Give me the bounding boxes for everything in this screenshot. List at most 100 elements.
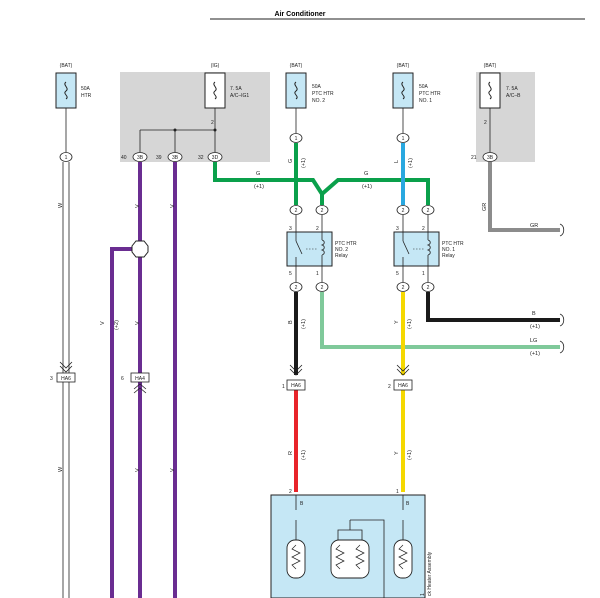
relay1-pin1: 1	[422, 271, 425, 277]
connector-21-3b: 21 3B	[471, 152, 498, 162]
acb-pin: 2	[484, 120, 487, 126]
wire-label-v-3: V	[100, 321, 106, 325]
svg-text:2: 2	[402, 208, 405, 214]
svg-text:2: 2	[321, 208, 324, 214]
wire-label-b-2-plus1: (+1)	[530, 324, 540, 330]
wire-label-v-2: V	[170, 204, 176, 208]
relay-ptc-htr-no1	[393, 215, 440, 282]
ptc1-rating: 50A	[419, 84, 429, 90]
wire-label-g-plus1-1: (+1)	[254, 184, 264, 190]
ig1-pin: 2	[211, 120, 214, 126]
svg-text:2: 2	[402, 285, 405, 291]
ptc2-name1: PTC HTR	[312, 91, 334, 97]
wire-gray	[488, 162, 560, 232]
heater-pin1: 1	[396, 489, 399, 495]
wire-label-gr-1: GR	[482, 203, 488, 211]
svg-text:1: 1	[282, 384, 285, 390]
ptc2-rating: 50A	[312, 84, 322, 90]
svg-text:2: 2	[295, 208, 298, 214]
fuse-htr	[55, 72, 77, 109]
svg-text:HA6: HA6	[61, 376, 71, 382]
svg-text:2: 2	[427, 208, 430, 214]
svg-text:2: 2	[321, 285, 324, 291]
connector-r2-in-a: 2	[289, 205, 303, 215]
svg-text:40: 40	[121, 155, 127, 161]
heater-assembly-tag: 1	[420, 593, 426, 596]
connector-32-3d: 32 3D	[198, 152, 223, 162]
relay2-label-3: Relay	[335, 253, 348, 259]
wire-label-r-plus1: (+1)	[301, 450, 307, 460]
wire-label-w-top: W	[58, 202, 64, 208]
ig1-source: (IG)	[211, 63, 220, 69]
htr-name: HTR	[81, 93, 92, 99]
connector-39-3b: 39 3B	[156, 152, 183, 162]
relay2-pin1: 1	[316, 271, 319, 277]
svg-text:2: 2	[388, 384, 391, 390]
htr-source: (BAT)	[60, 63, 73, 69]
svg-text:3B: 3B	[172, 155, 179, 161]
relay1-label-2: NO. 1	[442, 247, 455, 253]
relay2-pin5: 5	[289, 271, 292, 277]
wire-label-g-plus1-2: (+1)	[301, 158, 307, 168]
connector-40-3b: 40 3B	[121, 152, 148, 162]
ig1-rating: 7. 5A	[230, 86, 242, 92]
wire-label-y-2: Y	[394, 451, 400, 455]
acb-source: (BAT)	[484, 63, 497, 69]
connector-ha6-r1: 2 HA6	[388, 379, 413, 391]
wire-label-g-2: G	[288, 159, 294, 163]
connector-ha4: 6 HA4	[121, 372, 150, 383]
connector-r2-in-b: 2	[315, 205, 329, 215]
heater-pin2: 2	[289, 489, 292, 495]
svg-text:3D: 3D	[212, 155, 219, 161]
fuse-acb	[479, 72, 501, 109]
wire-label-l: L	[394, 160, 400, 163]
wire-label-g-1: G	[256, 171, 260, 177]
page-title: Air Conditioner	[275, 11, 326, 18]
connector-r1-in-a: 2	[396, 205, 410, 215]
svg-text:3B: 3B	[137, 155, 144, 161]
svg-text:1: 1	[295, 136, 298, 142]
svg-text:3: 3	[50, 376, 53, 382]
wire-label-v-1: V	[135, 204, 141, 208]
ig1-name: A/C–IG1	[230, 93, 249, 99]
wire-label-g-plus1-3: (+1)	[362, 184, 372, 190]
heater-terminal-b-right: B	[406, 501, 410, 507]
ptc-heater-assembly	[270, 494, 426, 598]
connector-r2-out-b: 2	[315, 282, 329, 292]
wire-label-v-5: V	[135, 468, 141, 472]
ig1-junction-box	[120, 72, 270, 162]
svg-text:HA6: HA6	[398, 383, 408, 389]
relay2-label-1: PTC HTR	[335, 241, 357, 247]
svg-text:1: 1	[402, 136, 405, 142]
svg-text:3B: 3B	[487, 155, 494, 161]
svg-text:2: 2	[295, 285, 298, 291]
wire-green	[213, 143, 430, 205]
svg-text:6: 6	[121, 376, 124, 382]
fuse-ptc2	[285, 72, 307, 109]
relay-ptc-htr-no2	[286, 215, 333, 282]
connector-r2-out-a: 2	[289, 282, 303, 292]
wire-label-v-6: V	[170, 468, 176, 472]
svg-text:32: 32	[198, 155, 204, 161]
svg-text:21: 21	[471, 155, 477, 161]
acb-name: A/C–B	[506, 93, 521, 99]
wire-label-r: R	[288, 451, 294, 455]
connector-r1-out-b: 2	[421, 282, 435, 292]
wire-black-b	[294, 292, 560, 375]
ptc1-source: (BAT)	[397, 63, 410, 69]
wire-label-b-1: B	[288, 320, 294, 324]
acb-rating: 7. 5A	[506, 86, 518, 92]
wire-label-lg: LG	[530, 338, 537, 344]
wire-label-b-2: B	[532, 311, 536, 317]
connector-ha6-r2: 1 HA6	[282, 379, 306, 391]
wire-label-y-2-plus1: (+1)	[407, 450, 413, 460]
ptc1-name1: PTC HTR	[419, 91, 441, 97]
connector-ptc2-1: 1	[289, 133, 303, 143]
connector-r1-out-a: 2	[396, 282, 410, 292]
relay1-pin5: 5	[396, 271, 399, 277]
wire-label-y-1-plus1: (+1)	[407, 319, 413, 329]
connector-r1-in-b: 2	[421, 205, 435, 215]
fuse-ig1	[204, 72, 226, 109]
heater-terminal-b-left: B	[300, 501, 304, 507]
